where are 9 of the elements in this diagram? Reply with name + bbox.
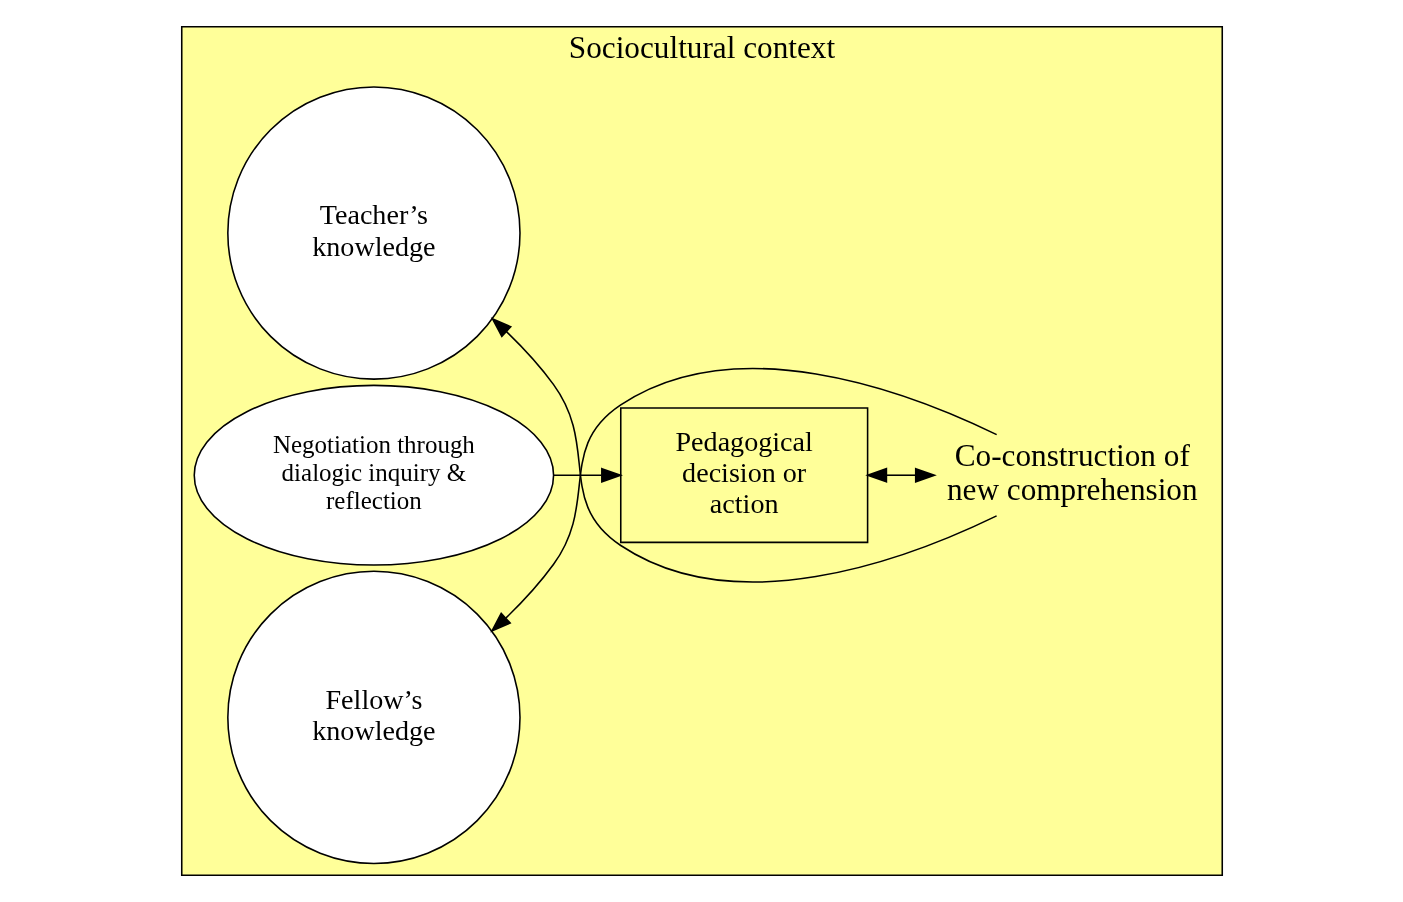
node-circle: Teacher’s knowledge: [226, 86, 521, 380]
node-box: Pedagogical decision or action: [619, 407, 868, 544]
node-ellipse: Negotiation through dialogic inquiry & reflection: [192, 384, 554, 566]
arrow: [489, 367, 997, 633]
node-circle: Fellow’s knowledge: [226, 570, 521, 865]
node-text: Co-construction of new comprehension: [946, 437, 1198, 508]
arrow: [490, 317, 997, 583]
arrow: [552, 467, 623, 483]
arrow: [864, 467, 937, 483]
